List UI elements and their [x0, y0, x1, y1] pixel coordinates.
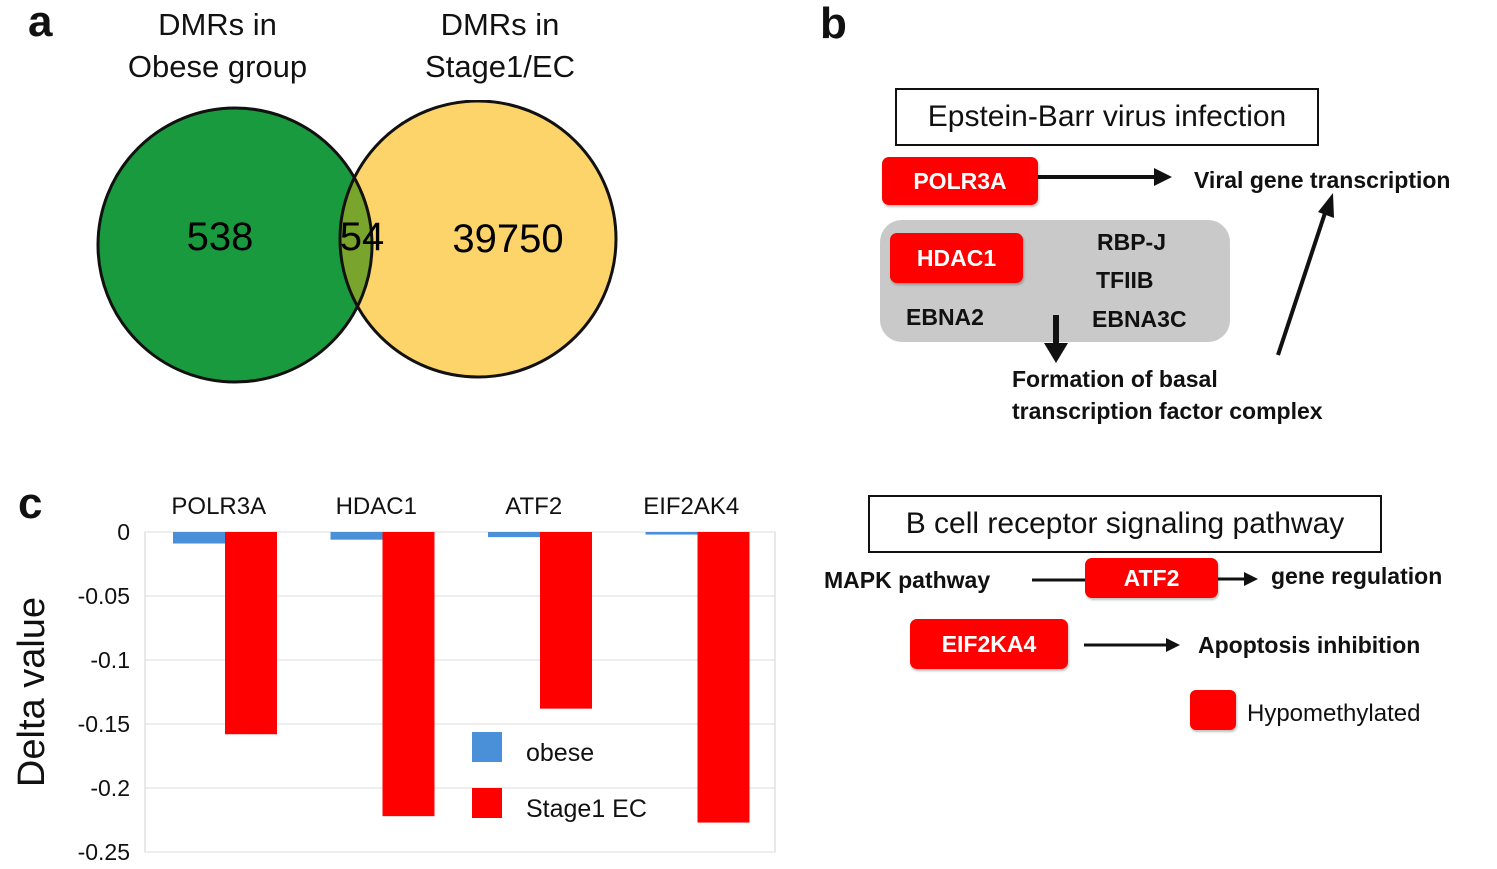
category-label: EIF2AK4: [643, 493, 739, 520]
y-tick-label: 0: [117, 519, 130, 545]
venn-right-count: 39750: [452, 217, 563, 261]
category-label: ATF2: [505, 493, 562, 520]
line-mapk-to-atf2: [1032, 578, 1086, 582]
label-apoptosis-inhibition: Apoptosis inhibition: [1198, 632, 1421, 658]
venn-right-title-line1: DMRs in: [440, 7, 560, 42]
panel-label-b: b: [820, 0, 847, 48]
arrow-complex-to-formation: [1044, 315, 1068, 363]
bar-stage1-ec: [540, 532, 592, 709]
venn-left-title: DMRs in Obese group: [100, 4, 335, 88]
venn-left-title-line2: Obese group: [127, 48, 308, 84]
label-ebna2: EBNA2: [906, 304, 984, 330]
label-mapk-pathway: MAPK pathway: [824, 567, 991, 593]
label-viral-gene-transcription: Viral gene transcription: [1194, 167, 1451, 193]
bar-stage1-ec: [697, 532, 750, 823]
venn-right-title: DMRs in Stage1/EC: [385, 4, 615, 88]
gene-polr3a: POLR3A: [882, 157, 1038, 205]
legend-hypomethylated-label: Hypomethylated: [1247, 700, 1421, 727]
label-tfiib: TFIIB: [1096, 267, 1154, 293]
ebv-pathway-title: Epstein-Barr virus infection: [895, 88, 1319, 146]
label-formation-line1: Formation of basal: [1012, 366, 1218, 392]
legend-swatch: [472, 732, 502, 762]
bar-stage1-ec: [382, 532, 435, 817]
bar-obese: [173, 532, 225, 544]
panel-label-c: c: [18, 479, 43, 528]
arrow-formation-to-transcription: [1276, 193, 1334, 356]
arrow-polr3a-to-transcription: [1038, 168, 1172, 186]
venn-diagram: 538 54 39750: [96, 100, 618, 384]
label-rbpj: RBP-J: [1097, 229, 1167, 255]
y-tick-label: -0.25: [78, 839, 130, 865]
legend-swatch: [472, 788, 502, 818]
venn-circle-obese: [98, 108, 372, 382]
y-tick-label: -0.2: [90, 775, 130, 801]
panel-label-a: a: [28, 0, 53, 46]
bcr-pathway-title: B cell receptor signaling pathway: [868, 495, 1382, 553]
gene-atf2: ATF2: [1085, 558, 1218, 598]
category-label: HDAC1: [336, 493, 417, 520]
gene-hdac1: HDAC1: [890, 233, 1023, 283]
y-axis-label: Delta value: [11, 597, 53, 787]
legend-label: Stage1 EC: [526, 795, 647, 823]
bar-obese: [488, 532, 540, 538]
venn-right-title-line2: Stage1/EC: [425, 48, 575, 84]
legend-label: obese: [526, 739, 594, 767]
venn-circle-stage1: [340, 101, 616, 377]
bar-stage1-ec: [225, 532, 277, 735]
arrow-eif2ka4-to-apoptosis: [1084, 638, 1180, 652]
venn-left-count: 538: [187, 215, 254, 259]
label-formation-line2: transcription factor complex: [1012, 398, 1323, 424]
label-gene-regulation: gene regulation: [1271, 563, 1443, 589]
y-tick-label: -0.1: [90, 647, 130, 673]
arrow-atf2-to-regulation: [1218, 572, 1258, 586]
label-ebna3c: EBNA3C: [1092, 306, 1187, 332]
bar-obese: [330, 532, 383, 540]
venn-overlap-count: 54: [340, 215, 385, 259]
y-tick-label: -0.15: [78, 711, 130, 737]
gene-eif2ka4: EIF2KA4: [910, 619, 1068, 669]
legend-hypomethylated-swatch: [1190, 690, 1236, 730]
venn-left-title-line1: DMRs in: [158, 7, 277, 42]
y-tick-label: -0.05: [78, 583, 130, 609]
bar-obese: [645, 532, 698, 535]
delta-value-bar-chart: 0 -0.05 -0.1 -0.15 -0.2 -0.25 Delta value POLR3…: [11, 493, 776, 865]
category-label: POLR3A: [171, 493, 266, 520]
